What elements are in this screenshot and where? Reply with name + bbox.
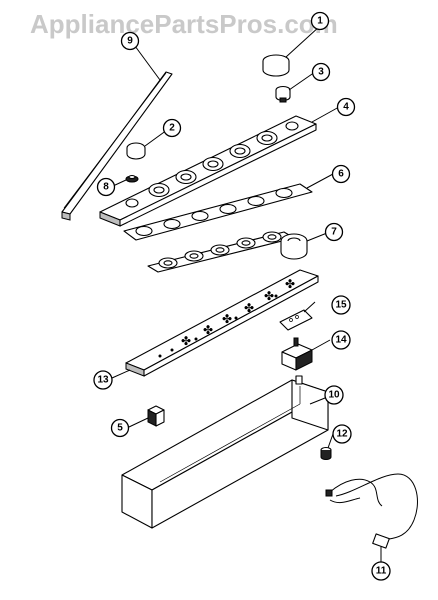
callout-9[interactable]: 9 <box>120 31 140 51</box>
part-9-trim-strip[interactable] <box>61 71 173 221</box>
callout-13[interactable]: 13 <box>93 370 113 390</box>
callout-1-label: 1 <box>317 16 323 27</box>
part-12-fitting[interactable] <box>320 446 332 460</box>
switch-elements: ✤ ✤ ✤ ✤ ✤ ✤ <box>158 277 295 358</box>
panel-holes <box>125 121 299 208</box>
callout-3-label: 3 <box>318 67 324 78</box>
callout-5-label: 5 <box>117 423 123 434</box>
part-8-grommet[interactable] <box>125 174 139 183</box>
part-1-knob[interactable] <box>262 54 290 77</box>
callout-10-label: 10 <box>328 390 340 401</box>
callout-10[interactable]: 10 <box>324 385 344 405</box>
callout-8[interactable]: 8 <box>96 177 116 197</box>
watermark-text: AppliancePartsPros.com <box>30 9 338 39</box>
callout-2-label: 2 <box>169 123 175 134</box>
callout-7[interactable]: 7 <box>324 222 344 242</box>
callout-14[interactable]: 14 <box>331 330 351 350</box>
callout-6-label: 6 <box>338 169 344 180</box>
callout-15-label: 15 <box>335 300 347 311</box>
part-14-switch[interactable] <box>281 337 313 371</box>
callout-11-label: 11 <box>376 566 387 577</box>
callout-12[interactable]: 12 <box>332 424 352 444</box>
callout-9-label: 9 <box>127 36 133 47</box>
callout-14-label: 14 <box>335 335 347 346</box>
svg-text:✤: ✤ <box>285 277 295 291</box>
callout-7-label: 7 <box>331 227 337 238</box>
part-5-connector-block[interactable] <box>147 405 165 427</box>
part-2-cap[interactable] <box>126 142 146 160</box>
callout-6[interactable]: 6 <box>331 164 351 184</box>
svg-text:✤: ✤ <box>222 312 232 326</box>
part-7-seal-layer[interactable] <box>147 231 295 273</box>
callout-13-label: 13 <box>97 375 109 386</box>
svg-text:✤: ✤ <box>244 301 254 315</box>
callout-4[interactable]: 4 <box>336 97 356 117</box>
part-15-label-card[interactable] <box>279 309 313 331</box>
part-4-control-panel[interactable] <box>99 115 317 227</box>
callout-2[interactable]: 2 <box>162 118 182 138</box>
svg-text:✤: ✤ <box>203 323 213 337</box>
part-13-switch-board[interactable]: ✤ ✤ ✤ ✤ ✤ ✤ <box>125 269 319 377</box>
leader-lines <box>111 25 382 562</box>
part-11-wire-harness[interactable] <box>325 473 418 549</box>
callout-11[interactable]: 11 <box>371 561 391 581</box>
callout-1[interactable]: 1 <box>310 11 330 31</box>
part-6-gasket[interactable] <box>123 183 313 241</box>
callout-8-label: 8 <box>103 182 109 193</box>
svg-text:✤: ✤ <box>264 289 274 303</box>
svg-text:✤: ✤ <box>181 334 191 348</box>
part-3-small-knob[interactable] <box>275 85 291 103</box>
callout-12-label: 12 <box>336 429 348 440</box>
part-10-housing[interactable] <box>121 375 329 529</box>
callout-3[interactable]: 3 <box>311 62 331 82</box>
part-7-collar[interactable] <box>280 233 308 260</box>
callout-5[interactable]: 5 <box>110 418 130 438</box>
callout-4-label: 4 <box>343 102 349 113</box>
callout-15[interactable]: 15 <box>331 295 351 315</box>
